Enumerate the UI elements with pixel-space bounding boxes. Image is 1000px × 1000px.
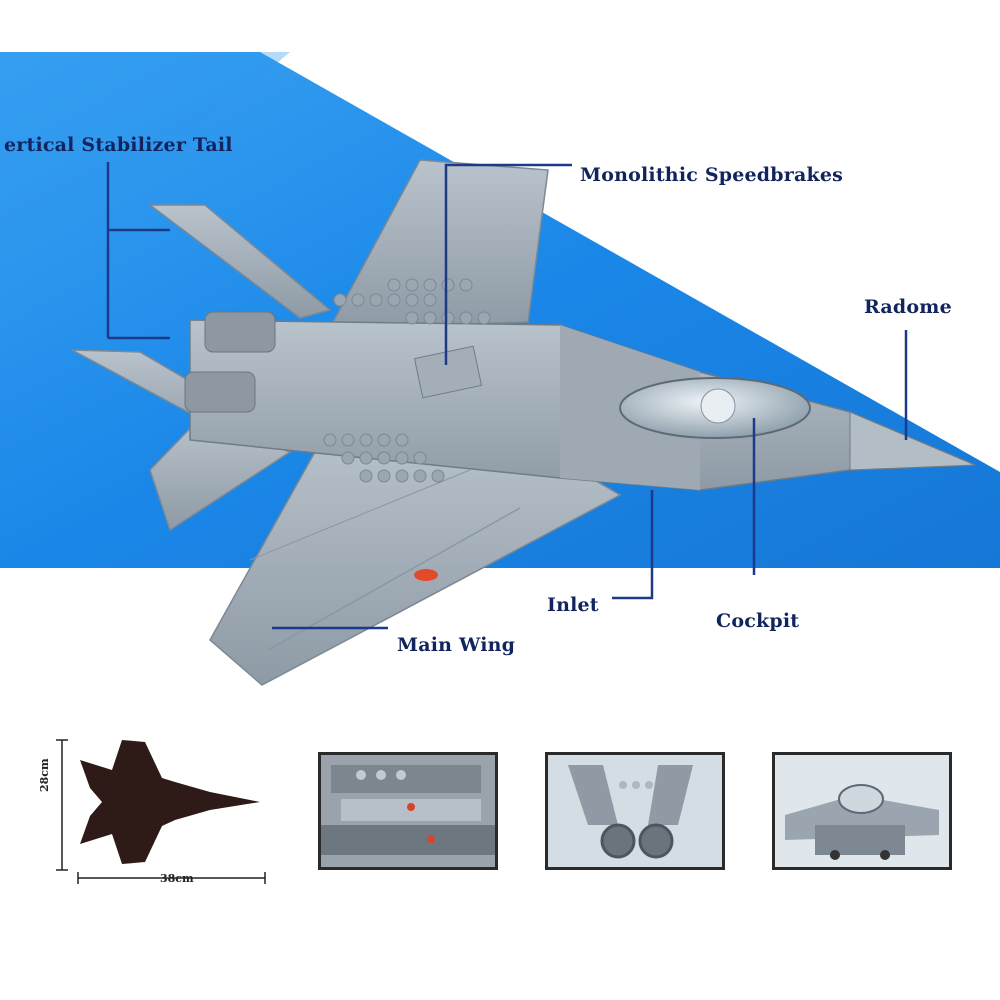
jet-silhouette-icon: [80, 740, 260, 864]
studs-upper: [333, 278, 491, 325]
thumbnail-engine-nozzles: [545, 752, 725, 870]
leader-lines: [106, 162, 908, 630]
length-dimension: 38cm: [160, 872, 194, 885]
label-inlet: Inlet: [547, 594, 599, 616]
thumbnail-cockpit-front: [772, 752, 952, 870]
upper-tail: [147, 204, 332, 319]
label-vertical-stabilizer: ertical Stabilizer Tail: [4, 134, 233, 156]
studs-lower: [323, 433, 445, 483]
label-radome: Radome: [864, 296, 952, 318]
thumbnail-underside-detail: [318, 752, 498, 870]
label-speedbrakes: Monolithic Speedbrakes: [580, 164, 844, 186]
label-cockpit: Cockpit: [716, 610, 800, 632]
label-main-wing: Main Wing: [397, 634, 516, 656]
upper-wing: [328, 159, 549, 329]
height-dimension: 28cm: [38, 758, 51, 792]
dimension-diagram: [56, 739, 266, 884]
